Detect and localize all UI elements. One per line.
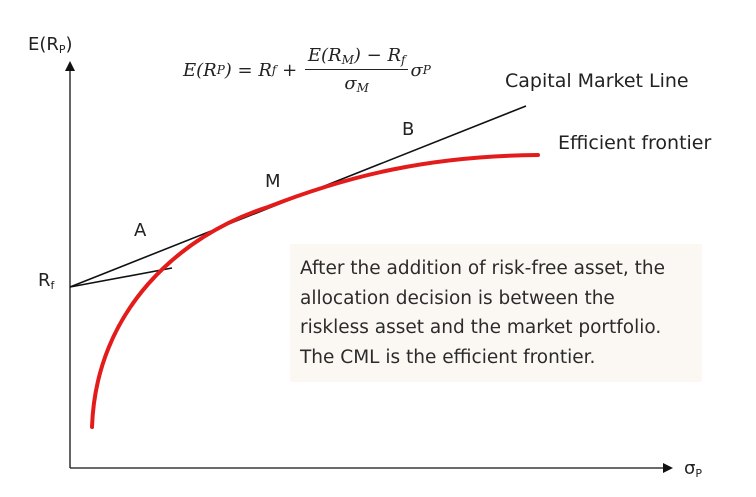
y-axis-label: E(RP) (28, 34, 73, 56)
point-a-label: A (134, 220, 147, 241)
risk-free-rate-label: Rf (38, 270, 55, 292)
note-line: The CML is the efficient frontier. (300, 346, 596, 368)
efficient-frontier-label: Efficient frontier (558, 132, 712, 154)
formula-denominator: σM (344, 73, 369, 95)
formula-fraction: E(RM) − Rf σM (304, 45, 409, 95)
efficient-frontier-curve (90, 153, 540, 429)
formula-numerator: E(RM) − Rf (304, 45, 409, 70)
point-b-label: B (402, 119, 415, 140)
x-axis-label: σP (684, 458, 703, 480)
cml-label: Capital Market Line (505, 70, 689, 92)
note-line: riskless asset and the market portfolio. (300, 317, 662, 338)
note-line: After the addition of risk-free asset, t… (300, 258, 666, 279)
note-line: allocation decision is between the (300, 287, 615, 309)
market-portfolio-label: M (265, 171, 281, 192)
suboptimal-line-to-a (69, 267, 173, 288)
explanation-note: After the addition of risk-free asset, t… (290, 244, 702, 382)
